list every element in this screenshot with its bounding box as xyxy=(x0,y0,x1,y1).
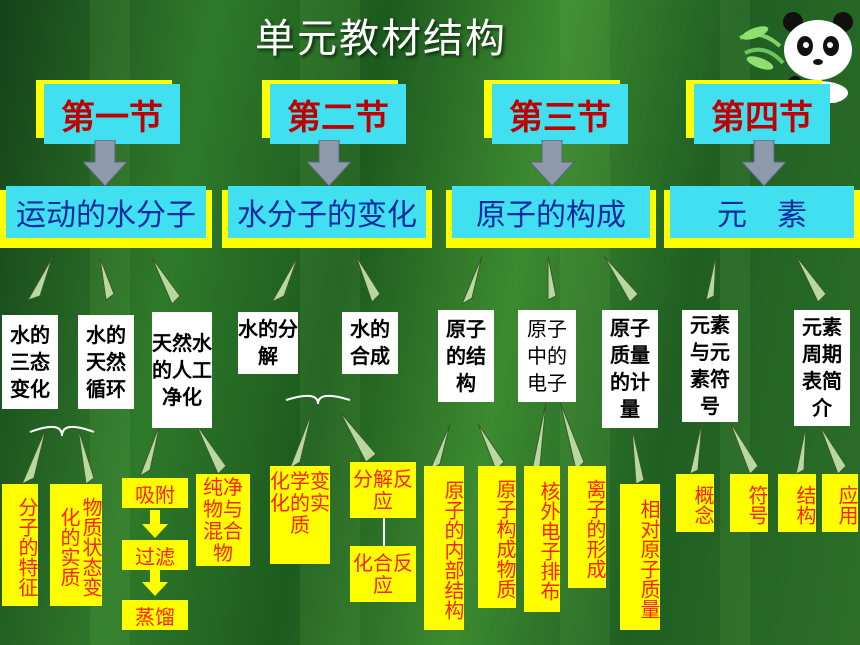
topic-box-2: 水分子的变化 xyxy=(222,186,432,248)
leaf-box: 原子的内部结构 xyxy=(424,466,465,630)
topic-box-1: 运动的水分子 xyxy=(0,186,212,248)
subtopic-box: 水的天然循环 xyxy=(78,315,134,409)
section-header-2: 第二节 xyxy=(262,80,406,144)
leaf-box: 分子的特征 xyxy=(2,484,39,606)
leaf-box: 应用 xyxy=(822,474,859,532)
leaf-box: 原子构成物质 xyxy=(478,466,517,608)
down-arrow-icon xyxy=(530,140,574,186)
leaf-box: 化学变化的实质 xyxy=(270,466,330,564)
page-title: 单元教材结构 xyxy=(255,16,507,62)
subtopic-box: 元素与元素符号 xyxy=(682,310,738,422)
subtopic-box: 原子中的电子 xyxy=(518,310,576,402)
subtopic-box: 水的分解 xyxy=(238,312,298,374)
subtopic-box: 原子的结构 xyxy=(438,310,494,402)
down-arrow-icon xyxy=(83,140,127,186)
down-arrow-icon xyxy=(742,140,786,186)
topic-box-4: 元 素 xyxy=(664,186,860,248)
leaf-box: 结构 xyxy=(778,474,817,532)
leaf-box: 蒸馏 xyxy=(122,600,188,630)
leaf-box: 吸附 xyxy=(122,478,188,508)
section-header-4: 第四节 xyxy=(686,80,830,144)
topic-box-3: 原子的构成 xyxy=(446,186,656,248)
leaf-box: 相对原子质量 xyxy=(620,484,661,630)
leaf-box: 过滤 xyxy=(122,540,188,570)
leaf-box: 离子的形成 xyxy=(568,466,607,588)
section-header-3: 第三节 xyxy=(484,80,628,144)
leaf-box: 纯净物与混合物 xyxy=(196,474,250,566)
leaf-box: 分解反应 xyxy=(350,462,416,518)
subtopic-box: 元素周期表简介 xyxy=(794,310,850,426)
leaf-box: 物质状态变化的实质 xyxy=(50,484,103,606)
down-arrow-icon xyxy=(307,140,351,186)
section-header-1: 第一节 xyxy=(36,80,180,144)
subtopic-box: 水的三态变化 xyxy=(2,315,58,409)
leaf-box: 核外电子排布 xyxy=(524,466,561,612)
subtopic-box: 水的合成 xyxy=(342,312,398,374)
subtopic-box: 天然水的人工净化 xyxy=(152,312,212,428)
leaf-box: 符号 xyxy=(730,474,769,532)
leaf-box: 概念 xyxy=(676,474,715,532)
leaf-box: 化合反应 xyxy=(350,546,416,602)
subtopic-box: 原子质量的计量 xyxy=(602,310,658,428)
